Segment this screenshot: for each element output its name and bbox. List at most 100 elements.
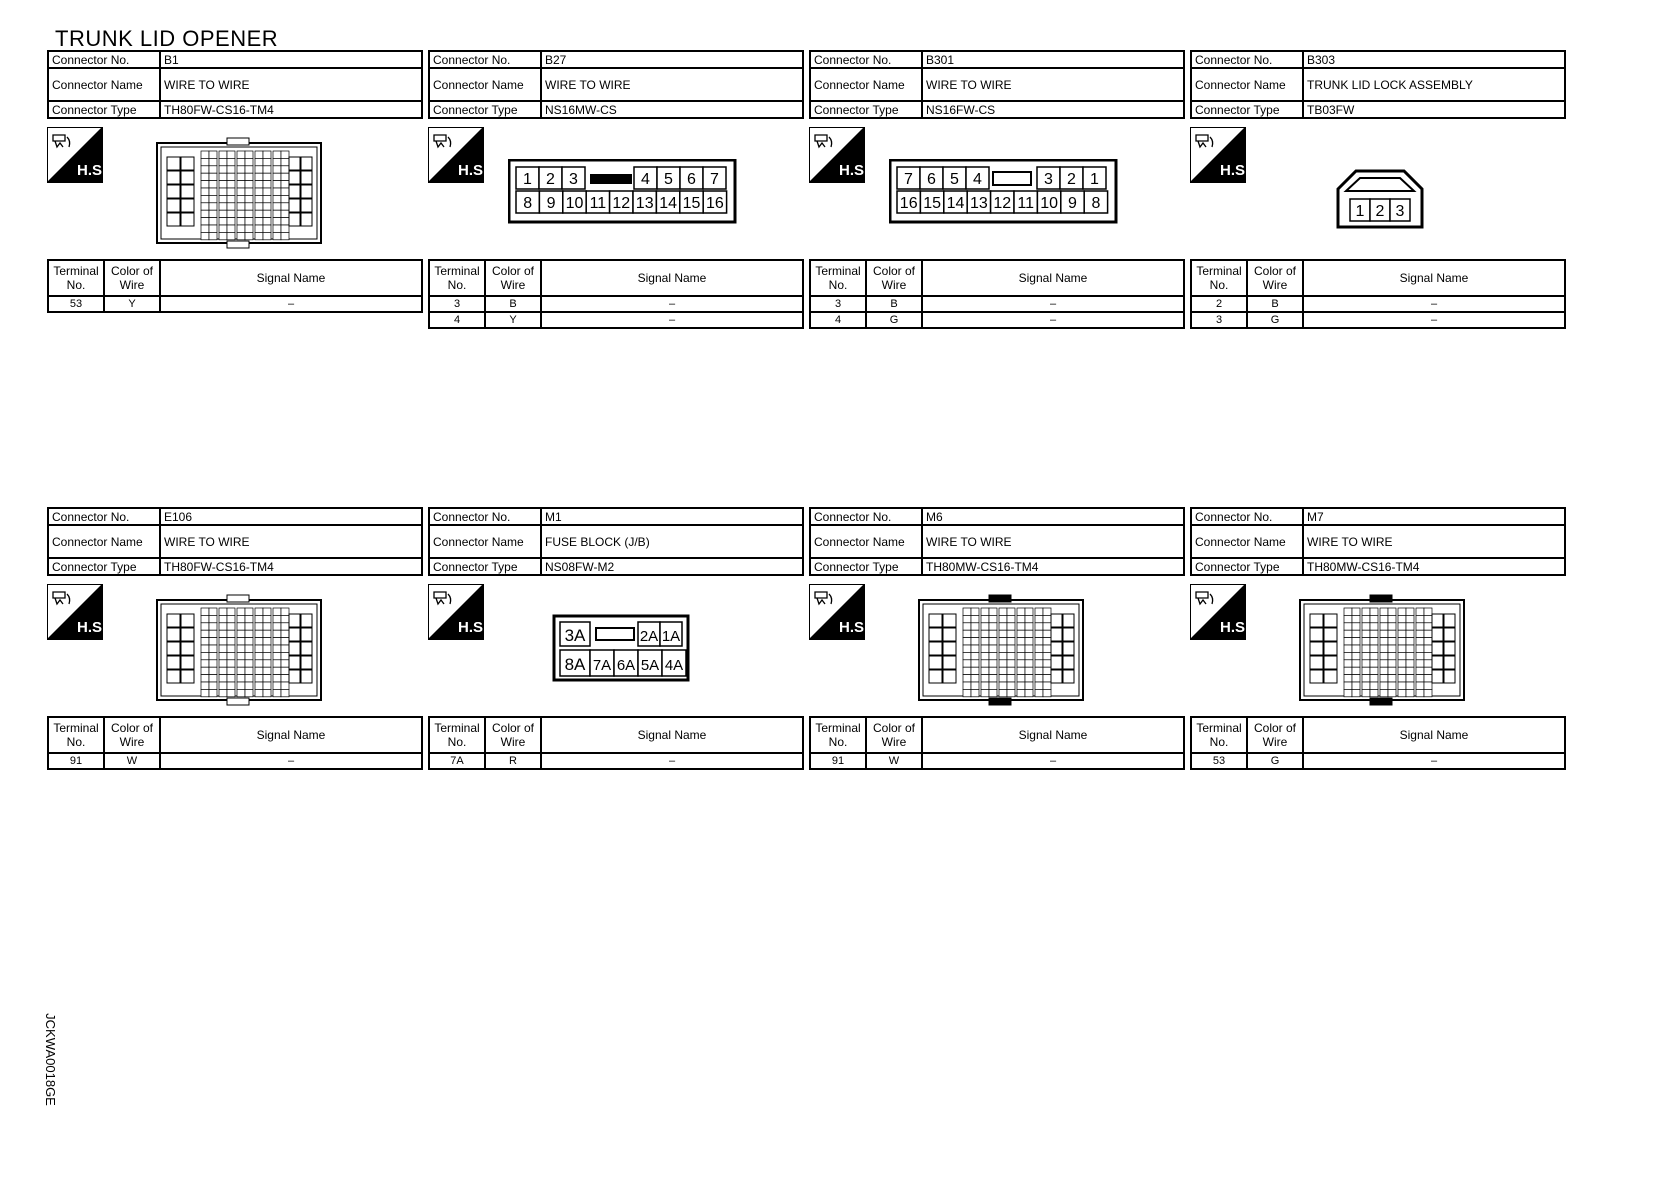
- signal-name-cell: –: [921, 752, 1185, 770]
- harness-side-icon: H.S.: [47, 584, 103, 640]
- color-of-wire-header: Color of Wire: [103, 259, 161, 297]
- connector-name-value: FUSE BLOCK (J/B): [540, 524, 804, 559]
- wire-color-cell: G: [1246, 311, 1304, 329]
- connector-type-value: NS16MW-CS: [540, 100, 804, 119]
- wire-color-cell: B: [484, 295, 542, 313]
- connector-type-label: Connector Type: [1190, 100, 1304, 119]
- connector-type-value: TH80MW-CS16-TM4: [1302, 557, 1566, 576]
- pin-label: 2: [546, 171, 555, 188]
- terminal-no-cell: 4: [809, 311, 867, 329]
- pin-label: 1: [1356, 203, 1365, 220]
- signal-name-cell: –: [1302, 295, 1566, 313]
- harness-side-icon: H.S.: [809, 584, 865, 640]
- connector-no-value: E106: [159, 507, 423, 526]
- connector-no-value: M7: [1302, 507, 1566, 526]
- connector-no-value: M1: [540, 507, 804, 526]
- connector-no-value: B303: [1302, 50, 1566, 69]
- svg-text:7A: 7A: [593, 657, 611, 674]
- signal-name-cell: –: [921, 311, 1185, 329]
- svg-text:2: 2: [1067, 171, 1076, 188]
- signal-name-header: Signal Name: [159, 259, 423, 297]
- harness-side-icon: H.S.: [1190, 584, 1246, 640]
- page-title: TRUNK LID OPENER: [55, 26, 279, 51]
- pin-label: 6: [927, 171, 936, 188]
- svg-text:6A: 6A: [617, 657, 635, 674]
- svg-text:6: 6: [687, 171, 696, 188]
- terminal-no-cell: 7A: [428, 752, 486, 770]
- color-of-wire-header: Color of Wire: [484, 716, 542, 754]
- pin-label: 9: [547, 195, 556, 212]
- pin-label: 3: [1396, 203, 1405, 220]
- terminal-no-cell: 3: [1190, 311, 1248, 329]
- connector-no-value: B27: [540, 50, 804, 69]
- pin-label: 4: [973, 171, 982, 188]
- svg-text:H.S.: H.S.: [458, 619, 484, 636]
- signal-name-cell: –: [921, 295, 1185, 313]
- connector-name-label: Connector Name: [809, 67, 923, 102]
- svg-text:5A: 5A: [641, 657, 659, 674]
- connector-no-value: M6: [921, 507, 1185, 526]
- pin-label: 12: [612, 195, 630, 212]
- connector-type-value: TH80MW-CS16-TM4: [921, 557, 1185, 576]
- svg-text:3: 3: [1044, 171, 1053, 188]
- connector-name-value: WIRE TO WIRE: [159, 524, 423, 559]
- pin-label: 13: [970, 195, 988, 212]
- harness-side-icon: H.S.: [428, 584, 484, 640]
- svg-text:H.S.: H.S.: [458, 162, 484, 179]
- color-of-wire-header: Color of Wire: [865, 259, 923, 297]
- connector-no-value: B301: [921, 50, 1185, 69]
- document-code: JCKWA0018GE: [42, 1013, 58, 1106]
- pin-label: 1: [523, 171, 532, 188]
- terminal-no-header: Terminal No.: [809, 259, 867, 297]
- pin-label: 15: [923, 195, 941, 212]
- pin-label: 11: [1017, 195, 1034, 212]
- signal-name-header: Signal Name: [540, 716, 804, 754]
- connector-type-value: TH80FW-CS16-TM4: [159, 100, 423, 119]
- pin-label: 10: [1040, 195, 1058, 212]
- connector-no-label: Connector No.: [809, 50, 923, 69]
- pin-label: 8: [523, 195, 532, 212]
- svg-text:5: 5: [664, 171, 673, 188]
- signal-name-header: Signal Name: [159, 716, 423, 754]
- signal-name-header: Signal Name: [540, 259, 804, 297]
- terminal-no-cell: 3: [809, 295, 867, 313]
- signal-name-cell: –: [540, 295, 804, 313]
- pin-label: 3: [569, 171, 578, 188]
- connector-diagram: H.S.: [47, 576, 423, 716]
- connector-name-value: WIRE TO WIRE: [921, 67, 1185, 102]
- terminal-no-cell: 4: [428, 311, 486, 329]
- connector-name-value: WIRE TO WIRE: [921, 524, 1185, 559]
- svg-text:H.S.: H.S.: [839, 619, 865, 636]
- wire-color-cell: Y: [484, 311, 542, 329]
- terminal-no-header: Terminal No.: [1190, 259, 1248, 297]
- connector-diagram: H.S.123: [1190, 119, 1566, 259]
- connector-diagram: H.S.: [809, 576, 1185, 716]
- pin-label: 14: [947, 195, 965, 212]
- connector-type-label: Connector Type: [1190, 557, 1304, 576]
- connector-name-label: Connector Name: [428, 67, 542, 102]
- signal-name-header: Signal Name: [921, 716, 1185, 754]
- connector-name-label: Connector Name: [47, 524, 161, 559]
- signal-name-header: Signal Name: [1302, 259, 1566, 297]
- harness-side-icon: H.S.: [1190, 127, 1246, 183]
- svg-text:H.S.: H.S.: [77, 162, 103, 179]
- signal-name-cell: –: [159, 752, 423, 770]
